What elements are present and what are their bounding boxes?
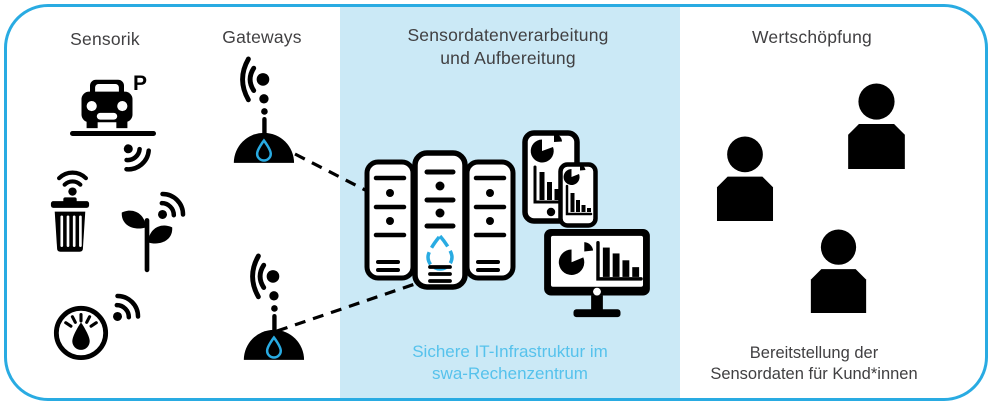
wifi-signal-icon (113, 293, 141, 321)
wertschoepfung-caption: Bereitstellung der Sensordaten für Kund*… (710, 344, 918, 383)
processing-caption: Sichere IT-Infrastruktur im swa-Rechenze… (412, 342, 608, 383)
plant-sensor-icon (121, 210, 173, 273)
wifi-signal-icon (123, 144, 151, 172)
gateway-antenna-icon (243, 253, 305, 360)
gateway-antenna-icon (233, 56, 295, 163)
smartphone-analytics-icon (558, 162, 598, 228)
wifi-signal-icon (57, 170, 88, 196)
processing-title: Sensordatenverarbeitung und Aufbereitung (407, 25, 609, 68)
parking-car-sensor-icon (81, 79, 133, 129)
water-meter-sensor-icon (53, 305, 109, 361)
customer-person-icon (810, 229, 867, 313)
monitor-analytics-icon (544, 228, 650, 318)
gateways-title: Gateways (222, 27, 302, 47)
customer-person-icon (716, 136, 774, 221)
parking-ground-line (70, 131, 156, 136)
waste-bin-sensor-icon (50, 197, 90, 252)
customer-person-icon (848, 83, 905, 169)
swa-droplet-logo (426, 233, 454, 271)
sensorik-title: Sensorik (70, 29, 140, 49)
wifi-signal-icon (158, 191, 186, 219)
wertschoepfung-title: Wertschöpfung (752, 27, 872, 47)
server-rack-icon (364, 150, 516, 290)
parking-p-label: P (133, 72, 148, 95)
